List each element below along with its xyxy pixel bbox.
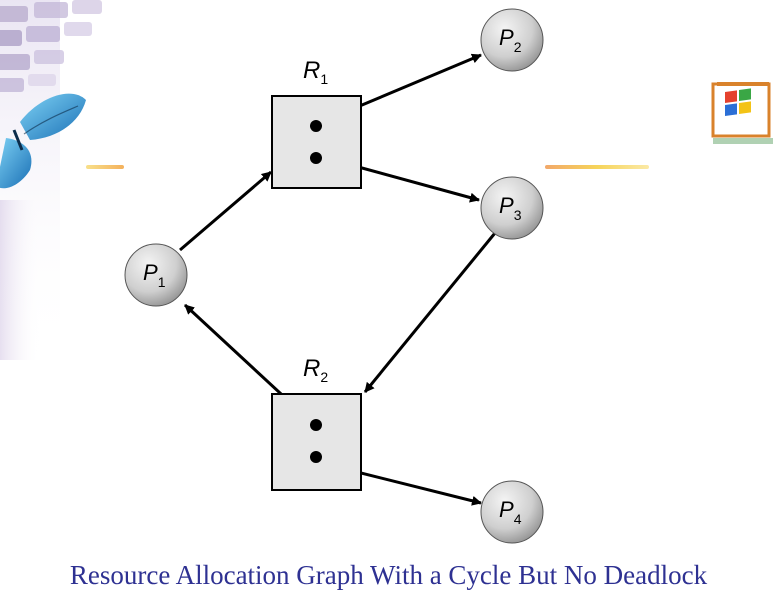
process-p3: P3 bbox=[480, 176, 544, 240]
slide-caption: Resource Allocation Graph With a Cycle B… bbox=[69, 560, 708, 590]
decorative-line-right bbox=[545, 165, 649, 169]
edge-p1-r1 bbox=[179, 170, 272, 252]
instance-dot bbox=[310, 152, 322, 164]
butterfly-icon bbox=[0, 93, 86, 189]
process-p1: P1 bbox=[124, 243, 188, 307]
edge-p3-r2 bbox=[363, 232, 497, 393]
svg-text:P3: P3 bbox=[499, 193, 522, 223]
instance-dot bbox=[310, 120, 322, 132]
butterfly-keyboard-decoration bbox=[0, 0, 102, 360]
instance-dot bbox=[310, 419, 322, 431]
resource-r1: R1 bbox=[271, 57, 362, 189]
windows-logo-icon bbox=[711, 82, 773, 144]
decorative-line-left bbox=[86, 165, 124, 169]
resource-label-r2: R2 bbox=[303, 355, 328, 385]
instance-dot bbox=[310, 451, 322, 463]
resource-allocation-graph: R1 R2 P1 P2 P3 P4 bbox=[124, 8, 544, 544]
resource-label-r1: R1 bbox=[303, 57, 328, 87]
process-p4: P4 bbox=[480, 480, 544, 544]
svg-text:P4: P4 bbox=[499, 497, 522, 527]
svg-text:P2: P2 bbox=[499, 25, 522, 55]
resource-r2: R2 bbox=[271, 355, 362, 491]
svg-text:P1: P1 bbox=[143, 260, 166, 290]
process-p2: P2 bbox=[480, 8, 544, 72]
